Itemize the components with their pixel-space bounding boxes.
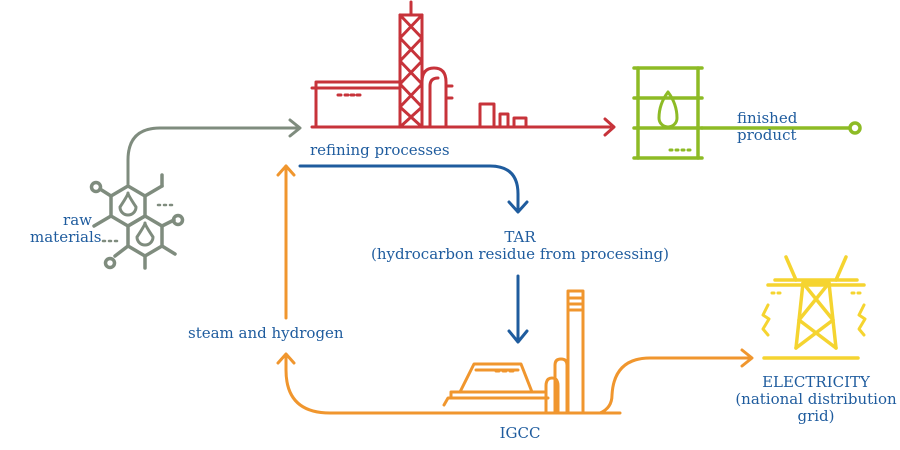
raw-to-refining-arrow	[126, 126, 300, 188]
tar-subtitle: (hydrocarbon residue from processing)	[371, 245, 669, 263]
steam-hydrogen-label: steam and hydrogen	[188, 324, 344, 342]
finished-product-label: finished product	[737, 110, 797, 144]
igcc-to-electricity-arrow	[598, 356, 752, 415]
refining-processes-label: refining processes	[310, 141, 450, 159]
refining-up-arrowhead	[276, 164, 296, 177]
electricity-label: ELECTRICITY (national distribution grid)	[733, 374, 899, 425]
molecule-icon	[89, 173, 185, 270]
raw-materials-line2: materials	[30, 228, 102, 246]
electricity-line2: (national distribution	[735, 390, 897, 408]
finished-product-line1: finished	[737, 109, 798, 127]
finished-product-line2: product	[737, 126, 797, 144]
raw-materials-line1: raw	[63, 211, 92, 229]
igcc-label: IGCC	[499, 424, 541, 442]
tar-arrowhead	[507, 200, 529, 214]
electricity-line3: grid)	[797, 407, 835, 425]
igcc-arrowhead	[507, 329, 529, 344]
steam-return-arrow	[284, 353, 622, 415]
oil-barrel-icon	[632, 66, 862, 160]
steam-arrowhead	[276, 352, 296, 365]
tar-title: TAR	[504, 228, 536, 246]
power-pylon-icon	[761, 255, 867, 360]
refinery-icon	[310, 0, 616, 137]
electricity-arrowhead	[740, 348, 754, 368]
refining-to-tar-arrow	[298, 164, 520, 212]
raw-arrowhead	[288, 118, 302, 138]
tar-label: TAR (hydrocarbon residue from processing…	[320, 229, 720, 263]
raw-materials-label: raw materials	[30, 211, 102, 246]
electricity-title: ELECTRICITY	[762, 373, 870, 391]
power-plant-icon	[442, 289, 585, 415]
